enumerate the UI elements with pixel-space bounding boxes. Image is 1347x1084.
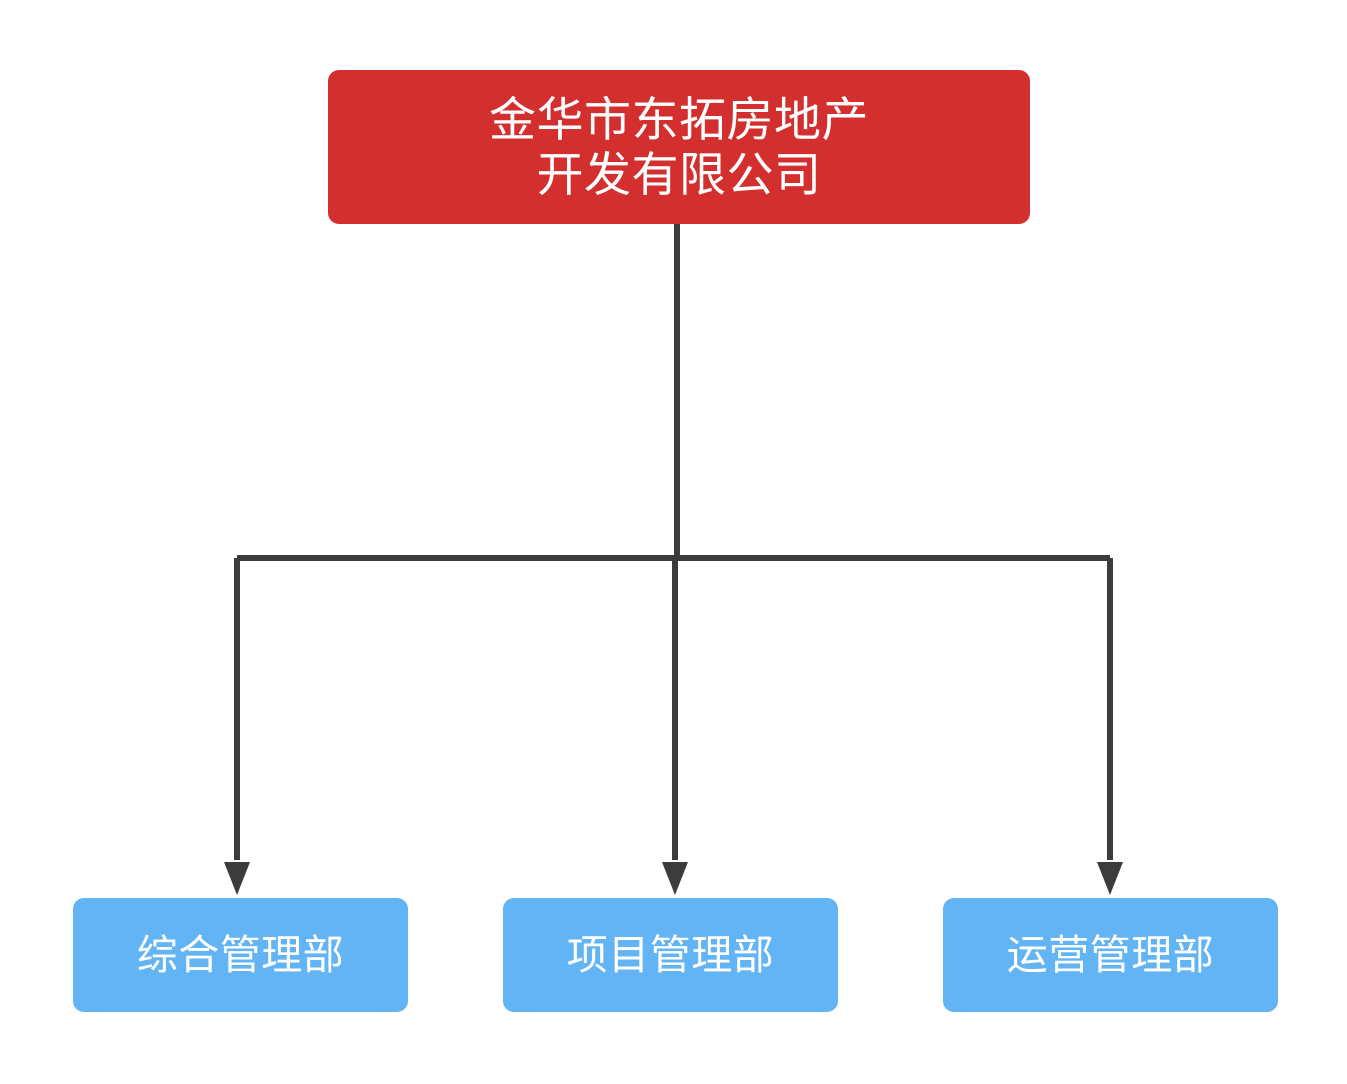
arrowhead-icon-left [224, 862, 250, 895]
org-node-dept-project-management[interactable]: 项目管理部 [503, 898, 838, 1012]
org-node-dept-operations-management[interactable]: 运营管理部 [943, 898, 1278, 1012]
org-node-dept-comprehensive-management[interactable]: 综合管理部 [73, 898, 408, 1012]
arrowhead-icon-right [1097, 862, 1123, 895]
arrowhead-icon-center [662, 862, 688, 895]
org-node-root[interactable]: 金华市东拓房地产 开发有限公司 [328, 70, 1030, 224]
